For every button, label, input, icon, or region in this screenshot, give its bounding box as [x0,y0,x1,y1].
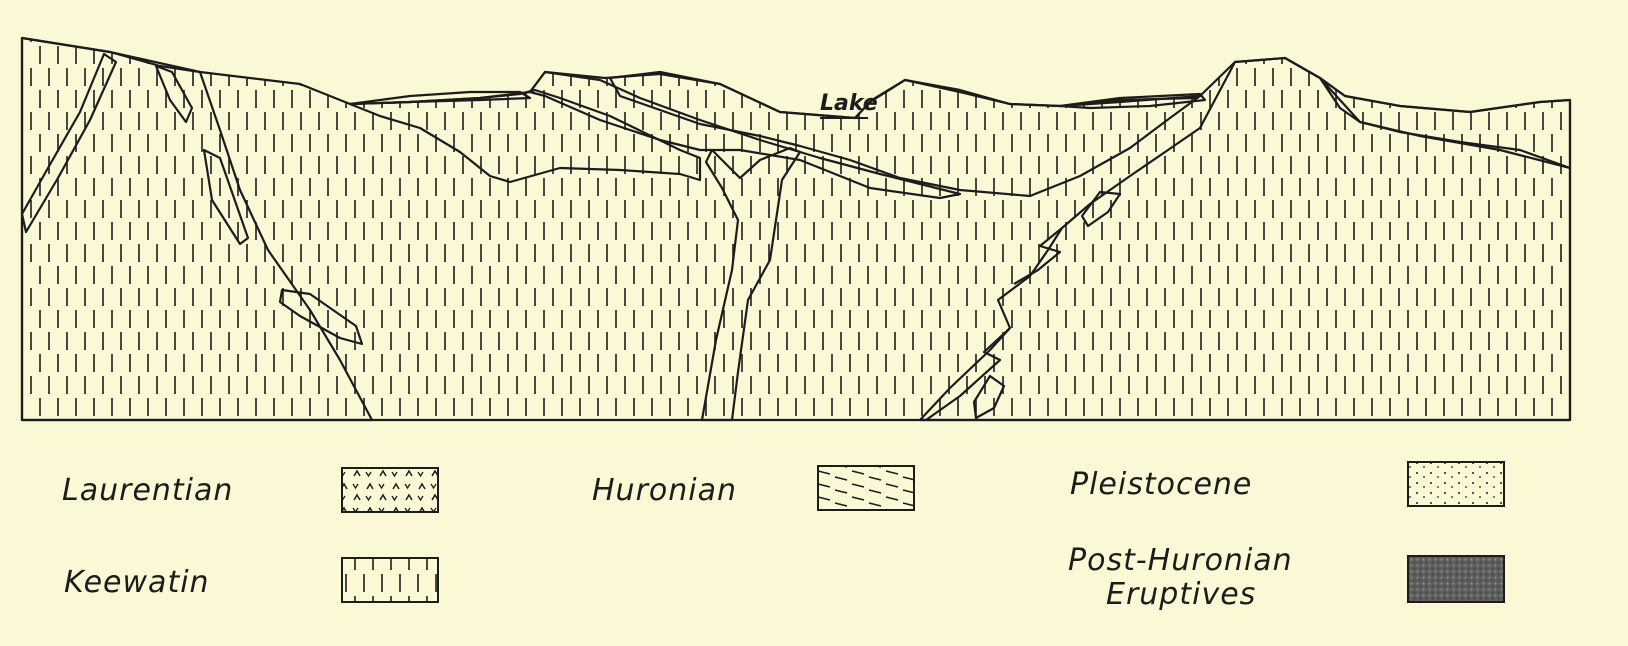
huronian-inclusion-3 [278,288,364,346]
legend-item-pleistocene: Pleistocene [1070,461,1505,507]
legend-swatch-laurentian [341,467,439,513]
section-outline [20,38,1572,422]
legend-label-huronian: Huronian [592,473,737,508]
huronian-inclusion-4 [1080,190,1122,228]
legend-item-huronian: Huronian [592,465,915,511]
legend: Laurentian Huronian Pleistocene Keewatin… [62,461,1505,612]
lake-label: Lake [820,91,878,116]
huronian-inclusion-1 [154,64,194,124]
huronian-inclusion-2 [202,148,250,246]
legend-item-laurentian: Laurentian [62,467,439,513]
legend-label-eruptives-line2: Eruptives [1106,577,1256,612]
ground-surface [21,36,1571,120]
laurentian-massif-right [918,56,1572,422]
eruptive-dike [700,146,802,422]
keewatin-fingers [925,227,1063,421]
legend-label-laurentian: Laurentian [62,473,233,508]
legend-item-eruptives: Post-Huronian Eruptives [1068,543,1505,612]
legend-swatch-huronian [817,465,915,511]
legend-swatch-keewatin [341,557,439,603]
legend-label-pleistocene: Pleistocene [1070,467,1252,502]
eruptive-dike-left [20,52,118,234]
legend-item-keewatin: Keewatin [64,557,439,603]
legend-swatch-eruptives [1407,555,1505,603]
legend-label-keewatin: Keewatin [64,565,210,600]
legend-swatch-pleistocene [1407,461,1505,507]
cross-section: Lake [20,36,1572,422]
keewatin-formation [22,38,1570,420]
eruptive-sill [528,70,962,200]
pleistocene-patch-right [1058,92,1207,110]
huronian-inclusion-5 [972,374,1006,420]
legend-label-eruptives-line1: Post-Huronian [1068,543,1293,578]
